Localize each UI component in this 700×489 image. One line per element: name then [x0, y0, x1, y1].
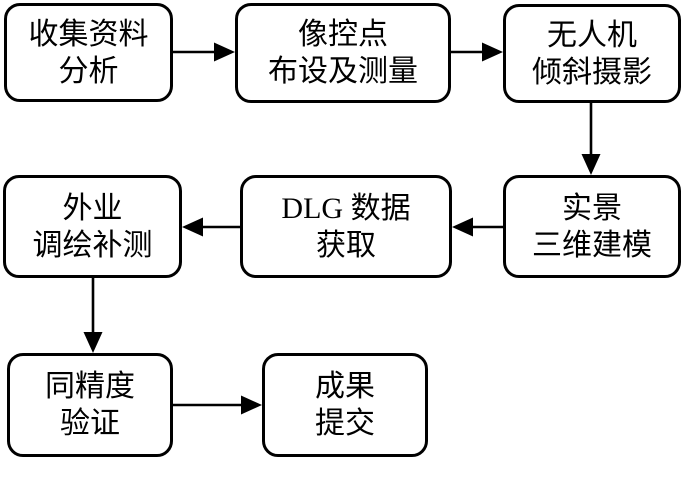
node-control-point-layout: 像控点 布设及测量 — [235, 3, 451, 103]
node-dlg-acquisition: DLG 数据 获取 — [240, 175, 452, 278]
node-label-line: 外业 — [62, 191, 123, 225]
node-field-survey: 外业 调绘补测 — [3, 175, 182, 278]
node-label-line: DLG 数据 — [281, 191, 411, 225]
node-label-line: 实景 — [562, 191, 622, 225]
arrow-verification-to-deliverables — [173, 395, 262, 415]
node-label-line: 提交 — [315, 407, 375, 440]
node-label-line: 三维建模 — [532, 228, 652, 262]
node-label-line: 同精度 — [45, 370, 135, 403]
arrow-modeling-to-dlg — [452, 217, 503, 237]
node-collect-analyze: 收集资料 分析 — [4, 3, 173, 102]
arrow-collect-to-control-points — [173, 42, 235, 62]
node-uav-oblique: 无人机 倾斜摄影 — [503, 4, 681, 103]
node-real-scene-modeling: 实景 三维建模 — [503, 175, 681, 278]
node-label-line: 成果 — [315, 370, 375, 403]
node-label-line: 收集资料 — [28, 17, 149, 51]
node-accuracy-verification: 同精度 验证 — [7, 353, 173, 457]
node-label-line: 像控点 — [298, 18, 388, 51]
node-label-line: 倾斜摄影 — [532, 55, 652, 89]
arrow-control-points-to-uav — [451, 42, 503, 62]
node-label-line: 无人机 — [547, 18, 637, 52]
node-label-line: 调绘补测 — [32, 228, 153, 262]
arrow-uav-to-modeling — [581, 103, 601, 175]
node-deliverables: 成果 提交 — [262, 353, 428, 457]
node-label-line: 分析 — [58, 54, 119, 88]
node-label-line: 获取 — [316, 228, 376, 262]
arrow-field-survey-to-verification — [83, 278, 103, 353]
node-label-line: 布设及测量 — [268, 55, 418, 88]
arrow-dlg-to-field-survey — [182, 217, 240, 237]
node-label-line: 验证 — [60, 407, 120, 440]
